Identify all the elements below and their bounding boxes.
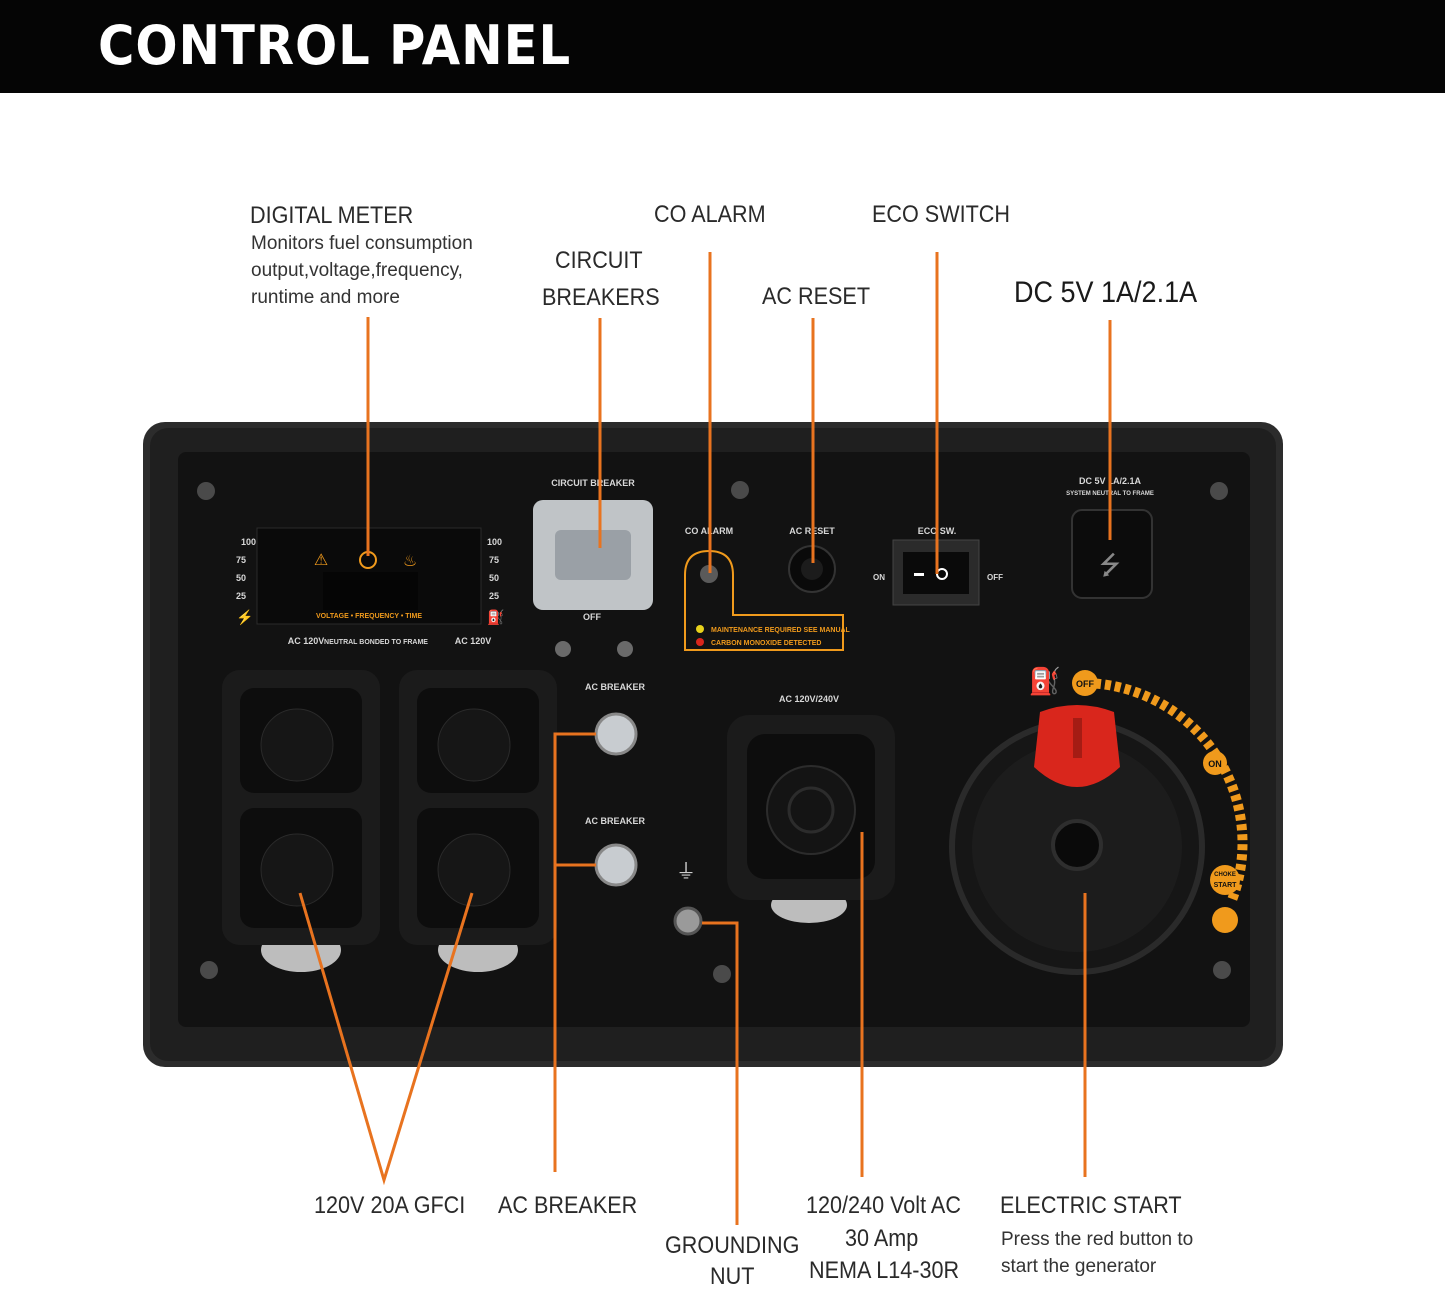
electric-start-callout: ELECTRIC START bbox=[1000, 1192, 1182, 1219]
neutral-label: NEUTRAL BONDED TO FRAME bbox=[324, 639, 428, 646]
start-label: START bbox=[1214, 882, 1238, 889]
ac-breaker-button-1[interactable] bbox=[594, 712, 638, 756]
ac120-left-label: AC 120V bbox=[288, 636, 325, 646]
ac-breaker-1-label: AC BREAKER bbox=[585, 682, 646, 692]
dial-off-label: OFF bbox=[1076, 679, 1094, 689]
grounding-nut[interactable] bbox=[673, 906, 703, 936]
header-bar bbox=[0, 0, 1445, 93]
meter-scale-left: 100 bbox=[241, 537, 256, 547]
co-alarm-indicator bbox=[700, 565, 718, 583]
svg-text:75: 75 bbox=[489, 555, 499, 565]
maintenance-label: MAINTENANCE REQUIRED SEE MANUAL bbox=[711, 627, 851, 634]
electric-start-desc-2: start the generator bbox=[1001, 1256, 1157, 1277]
ground-icon: ⏚ bbox=[676, 861, 696, 883]
usb-icon: ⭍ bbox=[1099, 550, 1121, 580]
ac-240-label: AC 120V/240V bbox=[779, 694, 839, 704]
warning-icon: ⚠ bbox=[314, 552, 328, 569]
svg-text:25: 25 bbox=[489, 591, 499, 601]
svg-text:50: 50 bbox=[236, 573, 246, 583]
ac-breaker-button-2[interactable] bbox=[594, 843, 638, 887]
grounding-nut-callout-1: GROUNDING bbox=[665, 1232, 800, 1259]
outlet-240-callout-2: 30 Amp bbox=[845, 1225, 919, 1252]
usb-port-cover[interactable] bbox=[1071, 509, 1153, 599]
lightning-icon: ⚡ bbox=[236, 609, 253, 626]
digital-meter-callout: DIGITAL METER bbox=[250, 202, 414, 229]
electric-start-desc-1: Press the red button to bbox=[1001, 1229, 1194, 1250]
leader-lines bbox=[298, 252, 1112, 1225]
ac120-right-label: AC 120V bbox=[455, 636, 492, 646]
fuel-pump-icon: ⛽ bbox=[487, 609, 504, 626]
choke-label: CHOKE bbox=[1214, 872, 1236, 878]
eco-on-label: ON bbox=[873, 573, 885, 582]
oil-can-icon: ♨ bbox=[403, 553, 417, 570]
co-alarm-outline bbox=[684, 549, 844, 651]
circuit-breaker-panel-label: CIRCUIT BREAKER bbox=[551, 478, 635, 488]
screw-icon bbox=[197, 481, 1231, 983]
fuel-icon: ⛽ bbox=[1029, 666, 1061, 696]
ac-reset-callout: AC RESET bbox=[762, 283, 871, 310]
gfci-callout: 120V 20A GFCI bbox=[314, 1192, 466, 1219]
eco-off-label: OFF bbox=[987, 573, 1003, 582]
digital-meter: VOLTAGE • FREQUENCY • TIME ⚠ ♨ 100 75 50… bbox=[236, 527, 504, 626]
ac-breaker-2-label: AC BREAKER bbox=[585, 816, 646, 826]
start-position-icon bbox=[1212, 907, 1238, 933]
eco-switch-callout: ECO SWITCH bbox=[872, 201, 1010, 228]
co-alarm-callout: CO ALARM bbox=[654, 201, 766, 228]
grounding-nut-callout-2: NUT bbox=[710, 1263, 755, 1290]
svg-text:75: 75 bbox=[236, 555, 246, 565]
carbon-label: CARBON MONOXIDE DETECTED bbox=[711, 640, 821, 647]
circuit-breaker-off-label: OFF bbox=[583, 612, 601, 622]
meter-strip-label: VOLTAGE • FREQUENCY • TIME bbox=[316, 613, 422, 620]
svg-text:50: 50 bbox=[489, 573, 499, 583]
gfci-outlet-left[interactable] bbox=[222, 670, 380, 972]
outlet-240-callout-1: 120/240 Volt AC bbox=[806, 1192, 961, 1219]
digital-meter-desc-3: runtime and more bbox=[251, 287, 400, 308]
circuit-breakers-callout-1: CIRCUIT bbox=[555, 247, 643, 274]
outlet-240-callout-3: NEMA L14-30R bbox=[809, 1257, 960, 1284]
dc-usb-callout: DC 5V 1A/2.1A bbox=[1014, 276, 1198, 309]
digital-meter-desc-2: output,voltage,frequency, bbox=[251, 260, 463, 281]
circuit-breakers-callout-2: BREAKERS bbox=[542, 284, 660, 311]
gfci-outlet-right[interactable] bbox=[399, 670, 557, 972]
page-title: CONTROL PANEL bbox=[98, 14, 572, 77]
svg-text:25: 25 bbox=[236, 591, 246, 601]
ac-breaker-callout: AC BREAKER bbox=[498, 1192, 638, 1219]
dial-on-label: ON bbox=[1208, 759, 1222, 769]
digital-meter-desc-1: Monitors fuel consumption bbox=[251, 233, 473, 254]
meter-scale-right: 100 bbox=[487, 537, 502, 547]
